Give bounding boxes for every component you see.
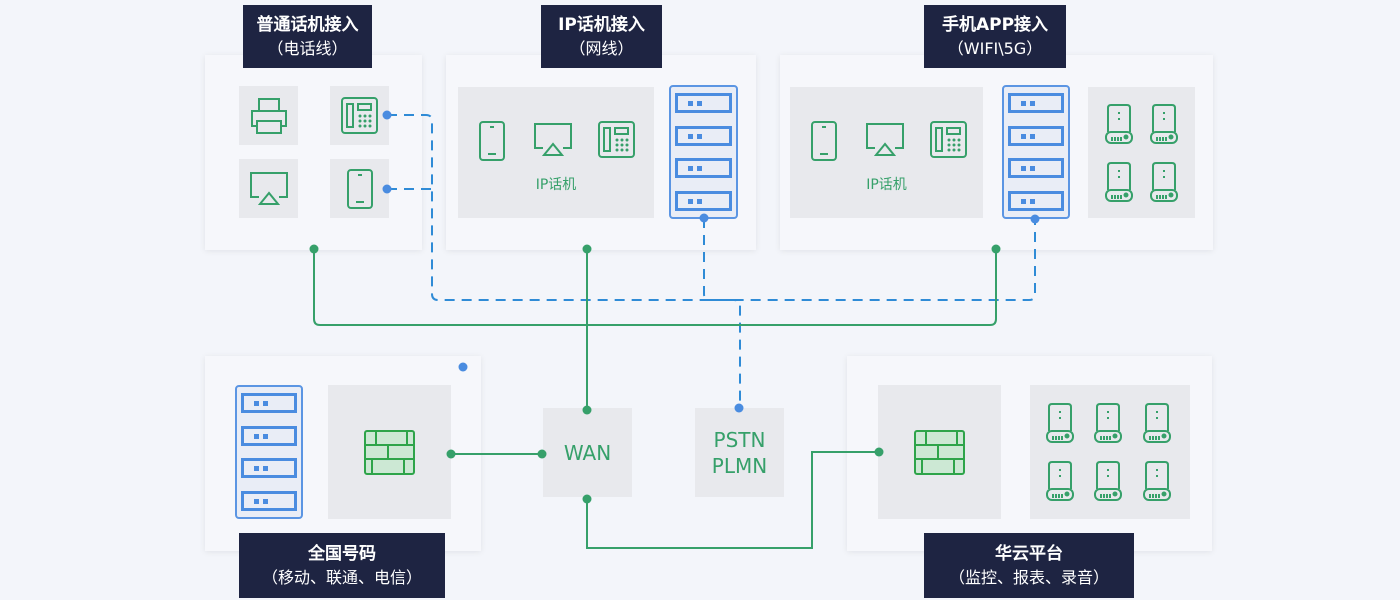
desk-phone-icon bbox=[598, 121, 635, 158]
ip-phone-label: IP话机 bbox=[866, 177, 907, 193]
airplay-tile bbox=[239, 159, 298, 218]
ip-phone-devices: IP话机 bbox=[458, 87, 654, 218]
pstn-label: PSTN bbox=[713, 427, 766, 452]
group-subtitle: （监控、报表、录音） bbox=[948, 567, 1109, 587]
storage-group bbox=[1030, 385, 1190, 519]
printer-icon bbox=[251, 98, 287, 134]
landline-group-label: 普通话机接入 （电话线） bbox=[243, 5, 372, 68]
hard-disk-icon bbox=[1105, 104, 1133, 148]
airplay-icon bbox=[534, 123, 572, 156]
hard-disk-icon bbox=[1143, 403, 1171, 447]
group-title: 手机APP接入 bbox=[941, 14, 1049, 35]
mobile-phone-icon bbox=[347, 169, 373, 209]
airplay-icon bbox=[250, 172, 288, 205]
green-link-wan-platform bbox=[586, 451, 879, 549]
firewall-icon bbox=[364, 430, 415, 475]
group-title: IP话机接入 bbox=[558, 14, 645, 35]
mobile-app-devices: IP话机 bbox=[790, 87, 983, 218]
hard-disk-icon bbox=[1143, 461, 1171, 505]
mobile-tile bbox=[330, 159, 389, 218]
green-link-top bbox=[313, 249, 997, 326]
hard-disk-icon bbox=[1094, 403, 1122, 447]
ip-phone-group-label: IP话机接入 （网线） bbox=[541, 5, 662, 68]
server-rack-icon bbox=[669, 85, 738, 219]
server-rack-icon bbox=[1002, 85, 1070, 219]
hard-disk-icon bbox=[1094, 461, 1122, 505]
national-numbers-group-label: 全国号码 （移动、联通、电信） bbox=[239, 533, 445, 598]
hard-disk-icon bbox=[1046, 461, 1074, 505]
group-title: 全国号码 bbox=[308, 543, 376, 564]
group-subtitle: （网线） bbox=[569, 38, 634, 58]
mobile-phone-icon bbox=[811, 121, 837, 161]
group-subtitle: （移动、联通、电信） bbox=[261, 567, 422, 587]
desk-phone-icon bbox=[930, 121, 967, 158]
firewall-icon bbox=[914, 430, 965, 475]
group-title: 普通话机接入 bbox=[256, 14, 359, 35]
airplay-icon bbox=[866, 123, 904, 156]
group-subtitle: （电话线） bbox=[267, 38, 348, 58]
desk-phone-icon bbox=[341, 97, 378, 134]
wan-node: WAN bbox=[543, 408, 632, 497]
firewall-tile bbox=[878, 385, 1001, 519]
dashed-link-ip-rack bbox=[703, 218, 741, 408]
group-subtitle: （WIFI\5G） bbox=[947, 38, 1043, 58]
desk-phone-tile bbox=[330, 86, 389, 145]
hard-disk-icon bbox=[1150, 162, 1178, 206]
hard-disk-icon bbox=[1105, 162, 1133, 206]
hard-disk-icon bbox=[1046, 403, 1074, 447]
huayun-platform-group-label: 华云平台 （监控、报表、录音） bbox=[924, 533, 1134, 598]
ip-phone-label: IP话机 bbox=[535, 177, 577, 193]
server-rack-icon bbox=[235, 385, 303, 519]
wan-label: WAN bbox=[563, 440, 612, 465]
dashed-link-landline bbox=[387, 114, 1036, 301]
plmn-label: PLMN bbox=[711, 453, 768, 478]
printer-tile bbox=[239, 86, 298, 145]
storage-group bbox=[1088, 87, 1195, 218]
hard-disk-icon bbox=[1150, 104, 1178, 148]
mobile-phone-icon bbox=[479, 121, 505, 161]
firewall-tile bbox=[328, 385, 451, 519]
group-title: 华云平台 bbox=[995, 543, 1063, 564]
mobile-app-group-label: 手机APP接入 （WIFI\5G） bbox=[924, 5, 1066, 68]
